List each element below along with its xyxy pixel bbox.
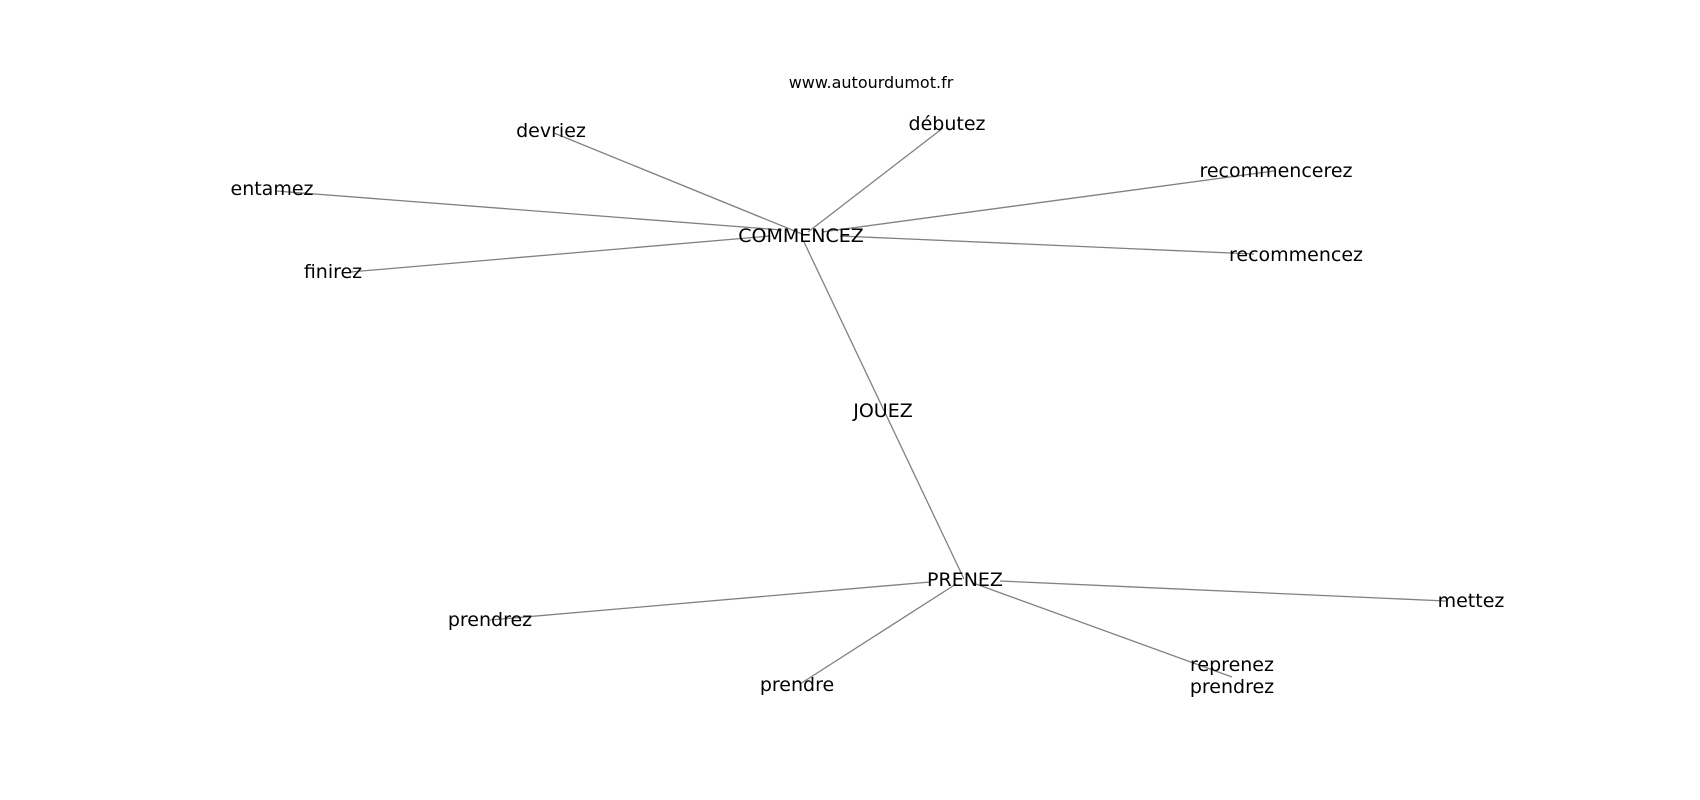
edge-prenez-prendrez [489,581,931,621]
labels-layer: www.autourdumot.fr COMMENCEZ JOUEZ PRENE… [231,73,1505,698]
edge-commencez-recommencez [839,235,1255,255]
site-watermark: www.autourdumot.fr [789,73,954,92]
node-reprenez-prendrez-line1: reprenez [1190,654,1274,676]
node-prendre: prendre [760,674,834,696]
node-jouez: JOUEZ [852,400,913,422]
node-entamez: entamez [231,178,314,200]
edge-commencez-prenez [803,241,965,580]
edge-prenez-reprenez-prendrez [975,583,1233,678]
edge-commencez-entamez [275,190,783,231]
edge-prenez-prendre [799,583,957,685]
node-prendrez: prendrez [448,609,532,631]
node-reprenez-prendrez-line2: prendrez [1190,676,1274,698]
edge-commencez-devriez [553,132,803,235]
node-recommencerez: recommencerez [1199,160,1352,182]
node-debutez: débutez [909,113,986,135]
edge-commencez-recommencerez [821,170,1275,233]
edge-prenez-mettez [999,580,1447,602]
edge-commencez-debutez [807,127,944,233]
edge-commencez-finirez [349,235,771,273]
edges-layer [275,127,1447,685]
node-recommencez: recommencez [1229,244,1363,266]
node-devriez: devriez [516,120,586,142]
node-commencez: COMMENCEZ [738,225,864,247]
node-mettez: mettez [1438,590,1505,612]
node-prenez: PRENEZ [927,569,1003,591]
node-finirez: finirez [304,261,362,283]
